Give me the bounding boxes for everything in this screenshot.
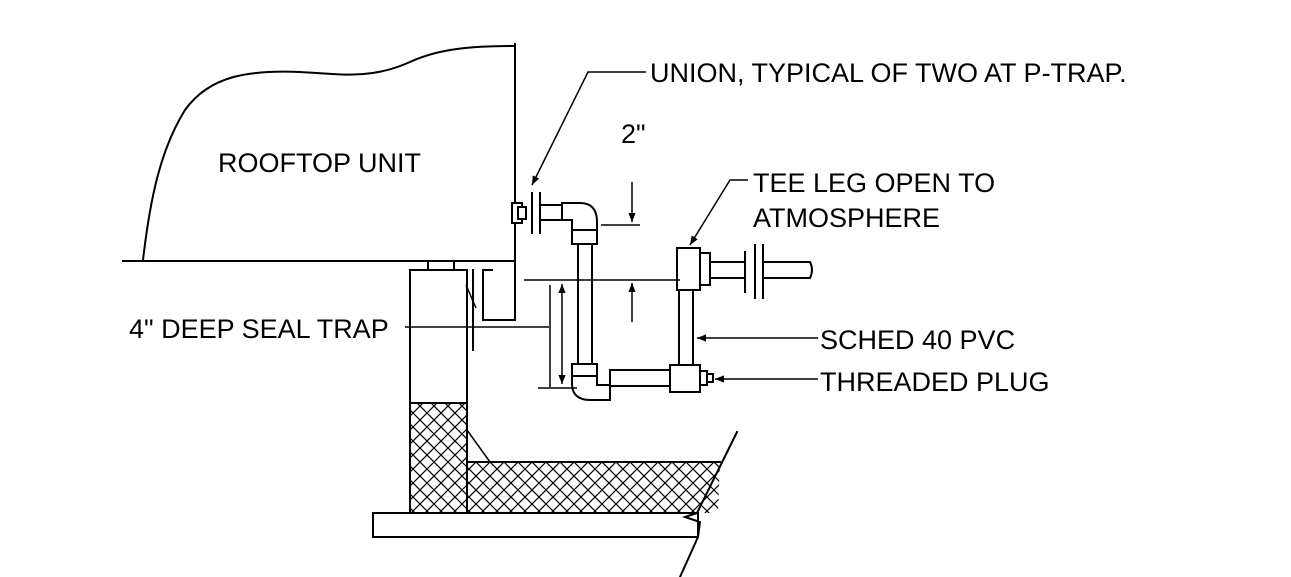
leader-lines xyxy=(405,71,818,383)
dimension-lines xyxy=(524,182,680,389)
p-trap-piping xyxy=(511,192,813,401)
union-label: UNION, TYPICAL OF TWO AT P-TRAP. xyxy=(650,58,1127,88)
threaded-plug-label: THREADED PLUG xyxy=(820,367,1050,397)
roof-curb xyxy=(372,260,739,577)
rooftop-unit-outline xyxy=(122,43,517,321)
tee-leg-label-line1: TEE LEG OPEN TO xyxy=(753,168,995,198)
sched-40-pvc-label: SCHED 40 PVC xyxy=(820,325,1015,355)
tee-leg-label-line2: ATMOSPHERE xyxy=(753,203,940,233)
rooftop-unit-label: ROOFTOP UNIT xyxy=(218,148,421,178)
dimension-2in-label: 2" xyxy=(621,119,646,149)
deep-seal-trap-label: 4" DEEP SEAL TRAP xyxy=(129,314,389,344)
